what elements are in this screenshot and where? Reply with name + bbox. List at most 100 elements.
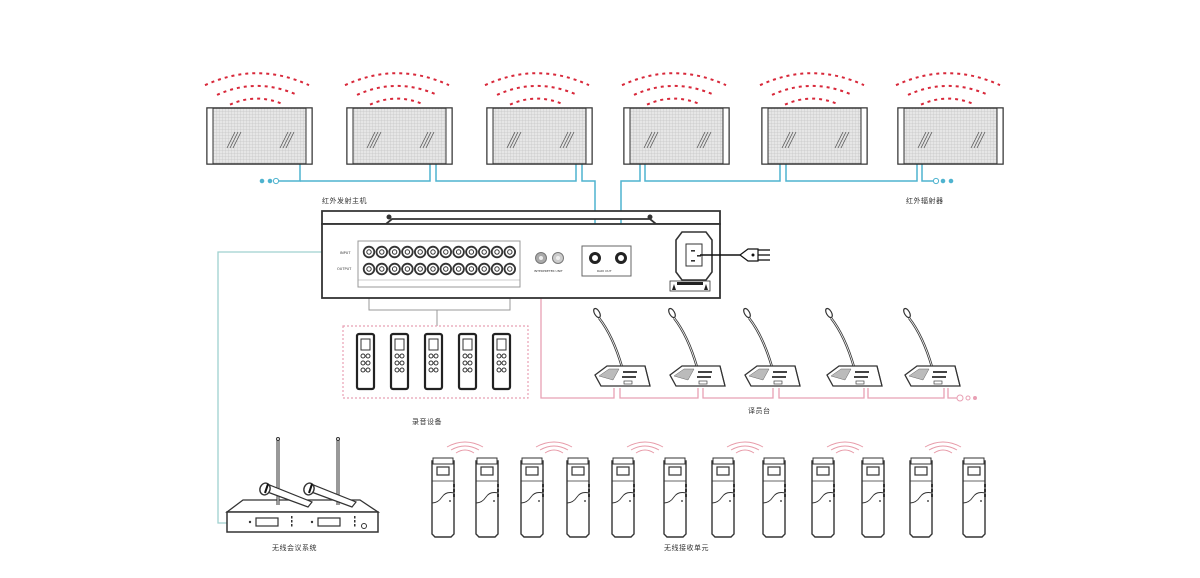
recorder-button bbox=[365, 353, 371, 359]
wireless-receiver bbox=[962, 457, 986, 538]
signal-wave-icon bbox=[626, 441, 664, 454]
recorder-button bbox=[462, 367, 468, 373]
recorder-button bbox=[394, 367, 400, 373]
terminator-icon bbox=[940, 178, 946, 184]
receiver-display bbox=[967, 466, 981, 476]
receiver-front-panel bbox=[226, 511, 379, 533]
recorder-button bbox=[394, 360, 400, 366]
wireless-receiver bbox=[566, 457, 590, 538]
radiator-panel bbox=[761, 107, 868, 165]
interpreter-unit bbox=[743, 307, 801, 387]
terminator-icon bbox=[267, 178, 273, 184]
speaker-grille bbox=[748, 368, 770, 381]
recording-devices bbox=[342, 325, 529, 399]
radiator-panel bbox=[623, 107, 730, 165]
speaker-grille bbox=[830, 368, 852, 381]
ir-radiator bbox=[344, 72, 453, 165]
interpreter-unit bbox=[825, 307, 883, 387]
recorder-device bbox=[355, 332, 376, 391]
recorder-button bbox=[365, 360, 371, 366]
speaker-grille bbox=[908, 368, 930, 381]
ir-radiator bbox=[759, 72, 868, 165]
recorder-button bbox=[399, 353, 405, 359]
wireless-receiver bbox=[611, 441, 664, 538]
input-row-label: INPUT bbox=[340, 251, 351, 255]
host-top-flange bbox=[321, 210, 721, 225]
wireless-receiver bbox=[663, 457, 687, 538]
ir-radiator bbox=[484, 72, 593, 165]
radiator-cable bbox=[620, 164, 934, 250]
power-led-icon bbox=[248, 520, 252, 524]
ir-wave-icon bbox=[344, 72, 450, 106]
handheld-microphone-icon bbox=[259, 482, 313, 508]
recorder-button bbox=[501, 367, 507, 373]
recorder-button bbox=[496, 353, 502, 359]
wireless-receiver bbox=[475, 457, 499, 538]
lcd-display bbox=[255, 517, 279, 527]
recorder-button bbox=[467, 353, 473, 359]
ir-wave-icon bbox=[759, 72, 865, 106]
microphone-icon bbox=[743, 307, 751, 319]
knob-icon bbox=[361, 523, 367, 529]
microphone-icon bbox=[825, 307, 833, 319]
handheld-microphone-icon bbox=[303, 482, 357, 508]
receiver-units bbox=[431, 441, 986, 538]
recorder-screen bbox=[428, 338, 439, 351]
receiver-display bbox=[816, 466, 830, 476]
radiator-panel bbox=[206, 107, 313, 165]
speaker-grille bbox=[673, 368, 695, 381]
terminator-icon bbox=[932, 177, 940, 185]
receiver-display bbox=[716, 466, 730, 476]
recorder-device bbox=[423, 332, 444, 391]
recorder-button bbox=[428, 353, 434, 359]
recorder-button bbox=[399, 360, 405, 366]
terminator-icon bbox=[965, 395, 971, 401]
receiver-display bbox=[668, 466, 682, 476]
power-plug-icon bbox=[739, 248, 759, 262]
microphone-icon bbox=[593, 307, 601, 319]
screw-icon bbox=[647, 214, 653, 220]
signal-wave-icon bbox=[924, 441, 962, 454]
ir-wave-icon bbox=[621, 72, 727, 106]
radiator-out-label: RADI OUT bbox=[597, 269, 612, 273]
recorder-button bbox=[428, 367, 434, 373]
host-label: 红外发射主机 bbox=[322, 197, 367, 205]
recording-label: 录音设备 bbox=[412, 418, 442, 426]
output-row-label: OUTPUT bbox=[337, 267, 352, 271]
wireless-receiver bbox=[431, 441, 484, 538]
receivers-label: 无线接收单元 bbox=[664, 544, 709, 552]
wireless-receiver bbox=[909, 441, 962, 538]
lcd-display bbox=[317, 517, 341, 527]
ir-radiator bbox=[895, 72, 1004, 165]
recorder-device bbox=[389, 332, 410, 391]
recorder-button bbox=[360, 353, 366, 359]
recorder-screen bbox=[462, 338, 473, 351]
interpreter-units bbox=[593, 307, 961, 387]
receiver-display bbox=[480, 466, 494, 476]
radiator-panel bbox=[486, 107, 593, 165]
interpreter-label: 译员台 bbox=[748, 407, 771, 415]
recording-group-frame bbox=[342, 325, 529, 399]
recorder-screen bbox=[394, 338, 405, 351]
wireless-receiver bbox=[520, 441, 573, 538]
recorder-button bbox=[428, 360, 434, 366]
recorder-button bbox=[433, 360, 439, 366]
ir-wave-icon bbox=[484, 72, 590, 106]
recorder-device bbox=[457, 332, 478, 391]
receiver-display bbox=[436, 466, 450, 476]
recorder-screen bbox=[360, 338, 371, 351]
wireless-receiver bbox=[811, 441, 864, 538]
wireless-system-cable bbox=[217, 251, 325, 524]
recorder-button bbox=[399, 367, 405, 373]
signal-wave-icon bbox=[826, 441, 864, 454]
recorder-button bbox=[462, 360, 468, 366]
wireless-receiver bbox=[861, 457, 885, 538]
wireless-system-label: 无线会议系统 bbox=[272, 544, 317, 552]
radiator-label: 红外辐射器 bbox=[906, 197, 944, 205]
recorder-button bbox=[467, 360, 473, 366]
terminator-icon bbox=[259, 178, 265, 184]
terminator-icon bbox=[948, 178, 954, 184]
recorder-button bbox=[462, 353, 468, 359]
receiver-display bbox=[866, 466, 880, 476]
